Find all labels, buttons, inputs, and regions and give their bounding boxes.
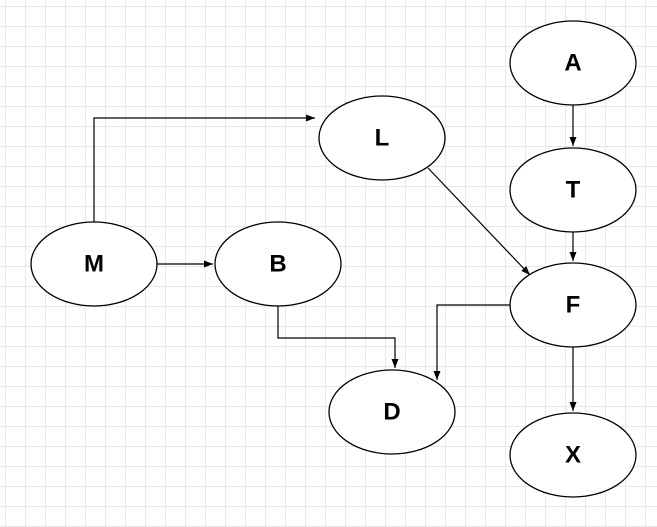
node-f-label: F [566,292,581,319]
node-m-ellipse [30,221,158,307]
node-t-ellipse [509,147,637,233]
node-x-label: X [565,442,581,469]
node-l[interactable]: L [318,95,446,181]
node-a-ellipse [509,20,637,106]
node-l-label: L [375,125,390,152]
node-b-ellipse [214,221,342,307]
node-t-label: T [566,177,581,204]
node-b-label: B [269,251,286,278]
node-x[interactable]: X [509,412,637,498]
node-a[interactable]: A [509,20,637,106]
node-f-ellipse [509,262,637,348]
edge-l-to-f [427,167,531,276]
node-l-ellipse [318,95,446,181]
node-x-ellipse [509,412,637,498]
edge-m-to-l [93,114,315,222]
node-b[interactable]: B [214,221,342,307]
node-d-ellipse [328,369,456,455]
node-m-label: M [84,251,104,278]
edges-layer [93,105,577,411]
node-d[interactable]: D [328,369,456,455]
nodes-layer: A T L M B F D X [30,20,637,498]
node-d-label: D [383,399,400,426]
node-f[interactable]: F [509,262,637,348]
node-a-label: A [564,50,581,77]
node-m[interactable]: M [30,221,158,307]
edge-b-to-d [277,306,399,368]
node-t[interactable]: T [509,147,637,233]
edge-f-to-d [433,304,510,380]
